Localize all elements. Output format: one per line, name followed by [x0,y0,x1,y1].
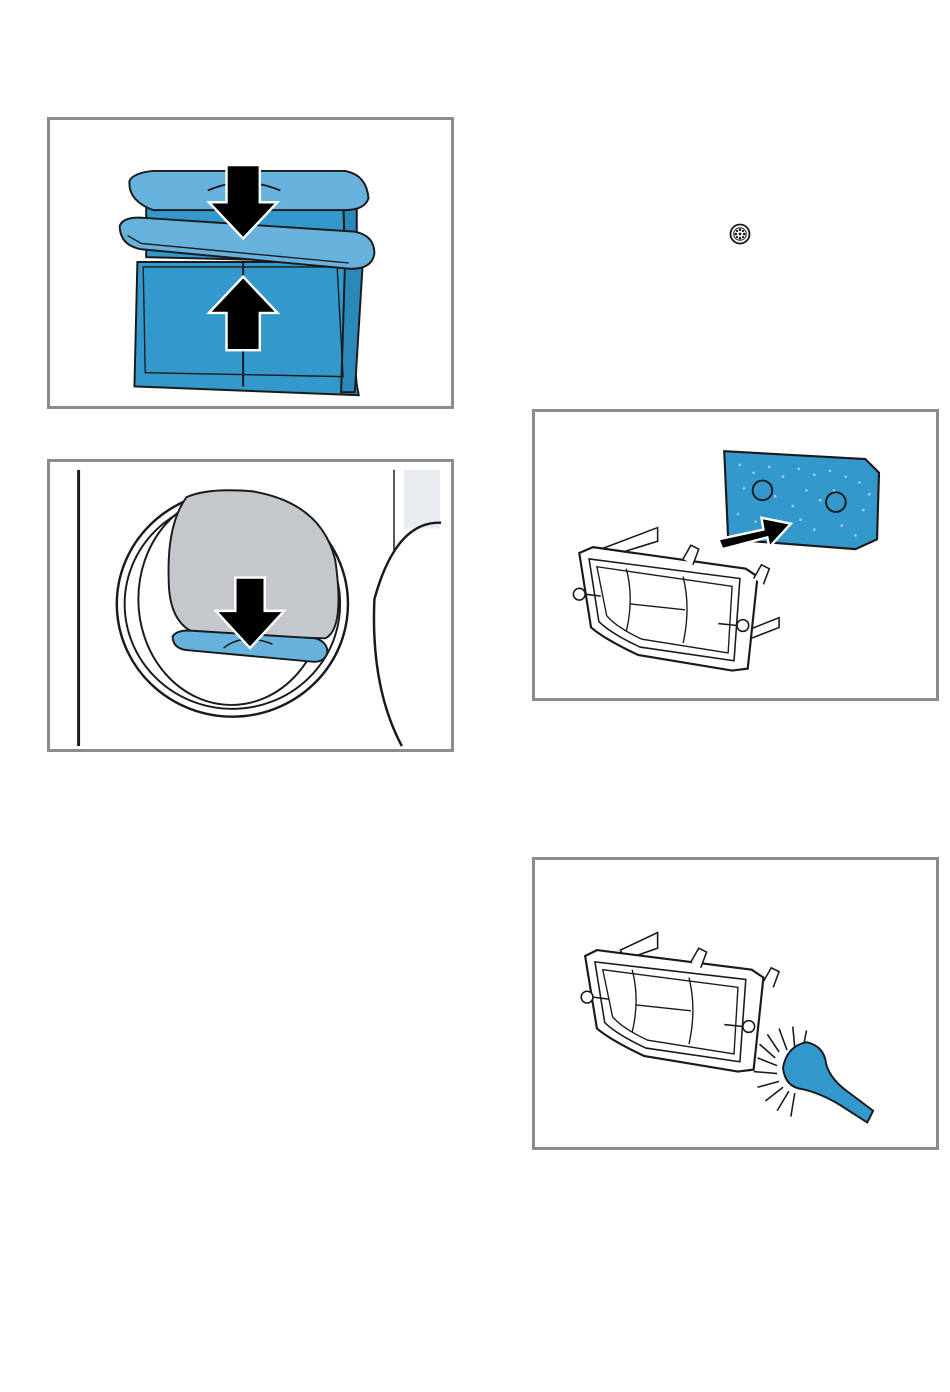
fluff-filter-illustration [50,120,451,406]
brush-icon [783,1042,873,1122]
figure-fluff-filter-press [47,117,454,409]
door-filter-illustration [50,462,451,749]
figure-brush-clean-filter [532,857,939,1150]
fluff-filter-symbol-icon [729,223,751,245]
foam-filter-illustration [535,412,936,698]
brush-cleaning-illustration [535,860,936,1147]
figure-insert-filter-in-door [47,459,454,752]
figure-insert-foam-filter [532,409,939,701]
